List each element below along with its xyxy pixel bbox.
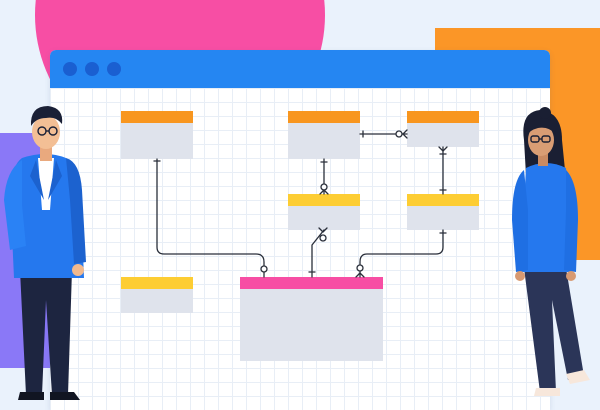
- table-body: [121, 289, 193, 313]
- dot-icon: [107, 62, 121, 76]
- table-header-pink: [240, 277, 383, 289]
- table-header-orange: [288, 111, 360, 123]
- table-body: [240, 289, 383, 361]
- crow-foot-marker-icon: [319, 189, 329, 195]
- entity-table[interactable]: [121, 111, 193, 159]
- relationship-connectors: [153, 129, 448, 278]
- table-body: [121, 123, 193, 159]
- crow-foot-marker-icon: [318, 227, 328, 233]
- table-body: [288, 206, 360, 230]
- table-body: [407, 123, 479, 147]
- crow-foot-marker-icon: [402, 129, 408, 139]
- window-titlebar: [50, 50, 550, 88]
- zero-or-one-marker-icon: [395, 130, 403, 138]
- entity-table[interactable]: [121, 277, 193, 313]
- zero-or-one-marker-icon: [356, 264, 364, 272]
- entity-table[interactable]: [288, 111, 360, 159]
- table-body: [288, 123, 360, 159]
- man-in-blue-suit-illustration: [4, 106, 86, 400]
- crow-foot-marker-icon: [355, 272, 365, 278]
- table-header-orange: [407, 111, 479, 123]
- table-header-orange: [121, 111, 193, 123]
- crow-foot-marker-icon: [438, 146, 448, 152]
- connector-line: [359, 229, 444, 278]
- dot-icon: [63, 62, 77, 76]
- entity-table[interactable]: [407, 111, 479, 147]
- table-header-yellow: [407, 194, 479, 206]
- zero-or-one-marker-icon: [319, 234, 327, 242]
- entity-table[interactable]: [288, 194, 360, 230]
- zero-or-one-marker-icon: [260, 265, 268, 273]
- entity-table-main[interactable]: [240, 277, 383, 361]
- table-body: [407, 206, 479, 230]
- connector-line: [311, 229, 325, 278]
- table-header-yellow: [121, 277, 193, 289]
- table-header-yellow: [288, 194, 360, 206]
- connector-line: [156, 158, 265, 278]
- woman-with-glasses-illustration: [512, 107, 590, 396]
- dot-icon: [85, 62, 99, 76]
- entity-table[interactable]: [407, 194, 479, 230]
